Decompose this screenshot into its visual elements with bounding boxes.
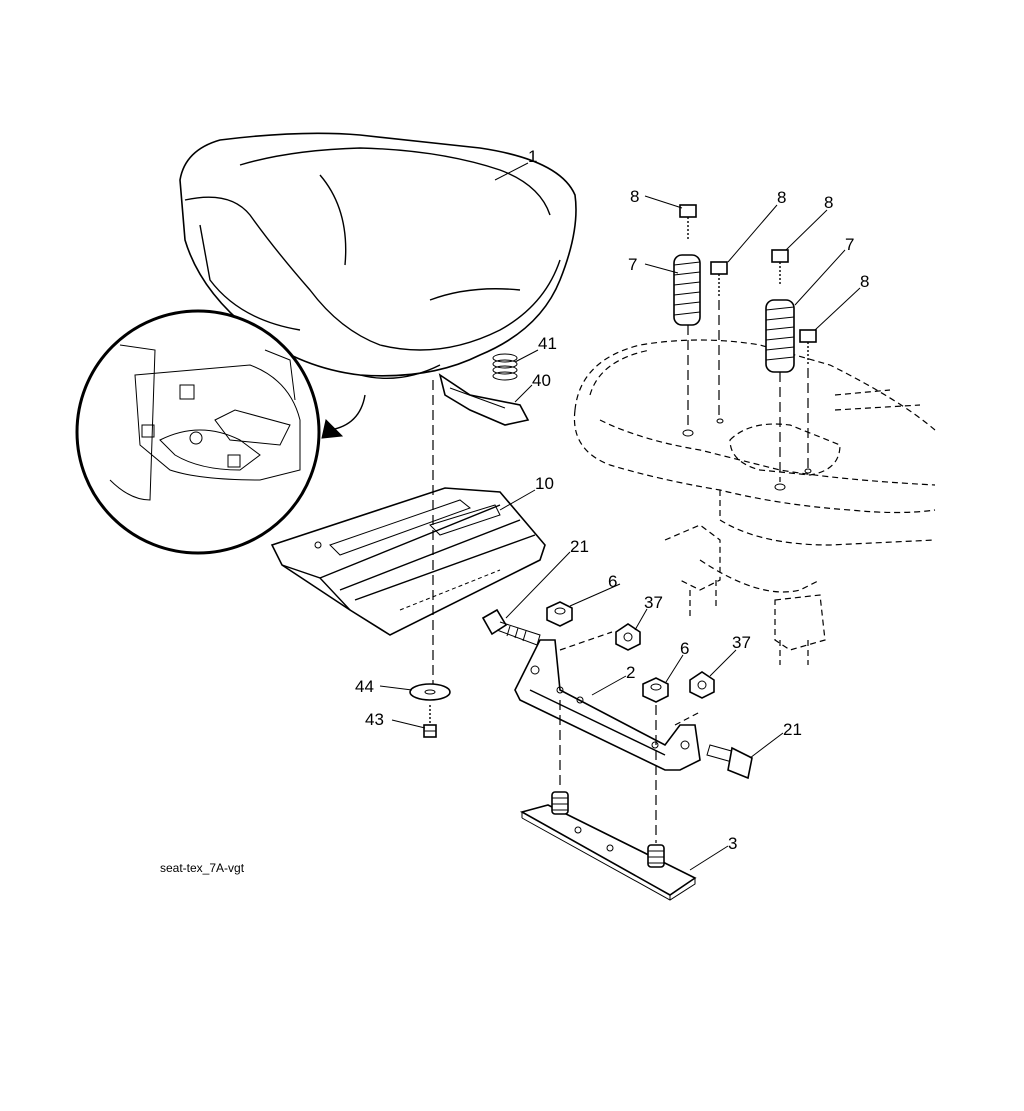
callout-44: 44: [355, 677, 374, 696]
callout-8-d: 8: [860, 272, 869, 291]
nut-6-b: [642, 677, 669, 703]
bolt-8-a: [679, 204, 697, 240]
plate-3: [519, 791, 697, 901]
seat-pan-10: [270, 487, 546, 636]
nut-37-a: [615, 623, 641, 651]
bolt-8-b: [710, 261, 728, 298]
nut-37-b: [689, 671, 715, 699]
callout-7-b: 7: [845, 235, 854, 254]
callout-1: 1: [528, 147, 537, 166]
bolt-21-a: [481, 608, 541, 646]
callout-41: 41: [538, 334, 557, 353]
callout-43: 43: [365, 710, 384, 729]
callout-21-b: 21: [783, 720, 802, 739]
bracket-2: [514, 639, 701, 771]
callout-6-a: 6: [608, 572, 617, 591]
spring-41: [492, 353, 518, 381]
seat: [179, 132, 577, 379]
callout-labels: 1 8 8 8 8 7 7 41 40 10 21 6 37 6 37 2 21…: [355, 147, 869, 853]
bolt-43: [423, 705, 437, 738]
bracket-40: [438, 373, 530, 426]
detail-inset: [75, 309, 366, 555]
spring-7-b: [765, 299, 795, 373]
callout-6-b: 6: [680, 639, 689, 658]
callout-40: 40: [532, 371, 551, 390]
callout-37-a: 37: [644, 593, 663, 612]
frame-outline: [573, 339, 936, 665]
callout-3: 3: [728, 834, 737, 853]
callout-10: 10: [535, 474, 554, 493]
drawing-code: seat-tex_7A-vgt: [160, 861, 245, 875]
bolt-8-c: [771, 249, 789, 285]
bolt-21-b: [706, 744, 753, 780]
spring-7-a: [673, 254, 701, 326]
callout-37-b: 37: [732, 633, 751, 652]
washer-44: [409, 683, 451, 701]
callout-21-a: 21: [570, 537, 589, 556]
callout-8-b: 8: [777, 188, 786, 207]
callout-8-c: 8: [824, 193, 833, 212]
leader-lines: [379, 162, 861, 871]
callout-2: 2: [626, 663, 635, 682]
callout-8-a: 8: [630, 187, 639, 206]
nut-6-a: [546, 601, 573, 627]
callout-7-a: 7: [628, 255, 637, 274]
slot-row: [399, 569, 501, 611]
bolt-8-d: [799, 329, 817, 365]
